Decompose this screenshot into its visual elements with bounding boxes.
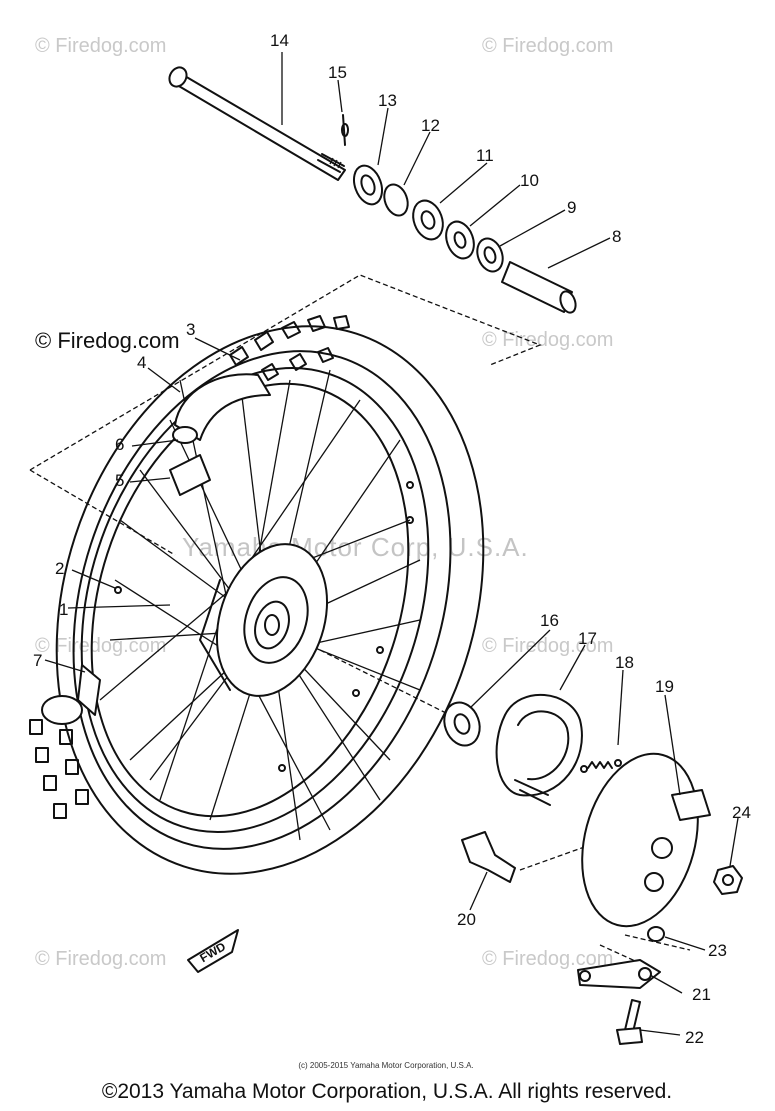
callout-23: 23 <box>708 941 727 960</box>
rim-band-and-tube <box>169 373 271 496</box>
part-19-brake-plate <box>581 752 711 928</box>
tread-top <box>229 315 350 381</box>
callout-9: 9 <box>567 198 576 217</box>
callout-21: 21 <box>692 985 711 1004</box>
callout-16: 16 <box>540 611 559 630</box>
part-7-cap <box>77 664 101 716</box>
watermark-right-mid: © Firedog.com <box>482 635 613 657</box>
watermark-bottom-left: © Firedog.com <box>35 948 166 970</box>
watermark-center: Yamaha Motor Corp, U.S.A. <box>182 532 529 562</box>
part-24-nut <box>713 865 743 895</box>
part-20-camshaft <box>461 831 516 883</box>
part-21-cam-lever <box>577 959 661 989</box>
callout-10: 10 <box>520 171 539 190</box>
callout-24: 24 <box>732 803 751 822</box>
watermark-left-mid: © Firedog.com <box>35 635 166 657</box>
part-17-brake-shoe <box>495 693 583 806</box>
callout-labels: 1 2 3 4 5 6 7 8 9 10 11 12 13 14 15 16 1… <box>33 31 751 1047</box>
valve-stem <box>169 454 211 496</box>
callout-19: 19 <box>655 677 674 696</box>
callout-2: 2 <box>55 559 64 578</box>
watermark-dark: © Firedog.com <box>35 328 180 353</box>
rim-inner <box>90 382 410 818</box>
hub-center <box>254 600 290 650</box>
callout-5: 5 <box>115 471 124 490</box>
watermark-top-left: © Firedog.com <box>35 35 166 57</box>
part-11-bearing <box>412 199 444 241</box>
hub-spacer-parts <box>352 164 577 314</box>
cotter-pin-head <box>341 123 349 137</box>
fwd-direction-arrow: FWD <box>187 929 239 973</box>
part-22-bolt <box>616 999 643 1045</box>
callout-20: 20 <box>457 910 476 929</box>
callout-12: 12 <box>421 116 440 135</box>
spoke-nipples <box>114 481 414 772</box>
watermark-bottom-right: © Firedog.com <box>482 948 613 970</box>
cotter-pin <box>342 114 346 146</box>
leader-lines <box>44 52 739 1036</box>
rim-band <box>174 373 271 441</box>
part-8-spacer <box>501 261 573 313</box>
main-copyright-notice: ©2013 Yamaha Motor Corporation, U.S.A. A… <box>102 1080 672 1103</box>
callout-15: 15 <box>328 63 347 82</box>
callout-3: 3 <box>186 320 195 339</box>
callout-4: 4 <box>137 353 146 372</box>
callout-18: 18 <box>615 653 634 672</box>
callout-17: 17 <box>578 629 597 648</box>
part-18-spring <box>580 759 622 773</box>
front-wheel <box>29 315 485 875</box>
callout-14: 14 <box>270 31 289 50</box>
callout-1: 1 <box>59 600 68 619</box>
callout-8: 8 <box>612 227 621 246</box>
tire-outer <box>55 325 485 875</box>
axle-part <box>168 66 346 181</box>
watermark-mid-right: © Firedog.com <box>482 329 613 351</box>
watermark-top-right: © Firedog.com <box>482 35 613 57</box>
callout-22: 22 <box>685 1028 704 1047</box>
callout-6: 6 <box>115 435 124 454</box>
watermark-layer: © Firedog.com © Firedog.com © Firedog.co… <box>35 35 613 970</box>
callout-7: 7 <box>33 651 42 670</box>
small-copyright-notice: (c) 2005-2015 Yamaha Motor Corporation, … <box>298 1061 473 1070</box>
tread-bottom-left <box>29 719 89 819</box>
part-16-bearing <box>443 701 481 747</box>
part-9-seal <box>476 237 504 273</box>
valve-nut <box>172 426 198 444</box>
part-10-bearing <box>445 220 475 260</box>
callout-13: 13 <box>378 91 397 110</box>
callout-11: 11 <box>476 146 494 165</box>
part-23-nut <box>647 926 665 942</box>
tire-inner <box>72 350 452 850</box>
part-13-seal <box>352 164 384 206</box>
part-12-collar <box>383 183 409 217</box>
hub-part <box>199 543 329 697</box>
tire-cutaway-section <box>41 695 83 725</box>
